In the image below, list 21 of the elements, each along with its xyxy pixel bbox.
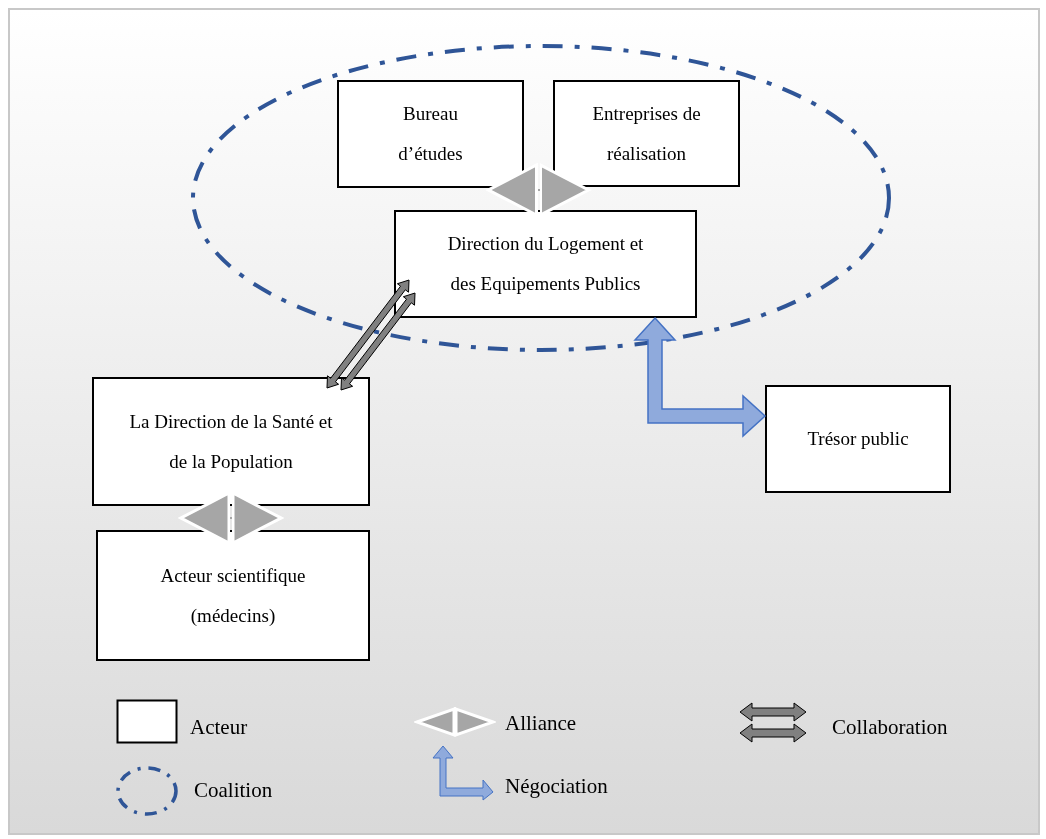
actor-box: [92, 377, 370, 506]
actor-box: [337, 80, 524, 188]
legend-label: Négociation: [505, 773, 608, 800]
collaboration-arrow: [326, 279, 410, 389]
collaboration-arrow: [340, 292, 416, 391]
negotiation-arrow: [633, 316, 767, 438]
actor-box: [553, 80, 740, 187]
actor-box: [96, 530, 370, 661]
actor-label: Trésor public: [807, 427, 909, 451]
actor-label: Acteur scientifique (médecins): [159, 563, 307, 628]
actor-box: [394, 210, 697, 318]
actor-label: Bureau d’études: [397, 102, 464, 166]
coalition-ellipse: [191, 44, 891, 352]
legend-label: Acteur: [190, 714, 248, 741]
legend-label: Alliance: [505, 710, 577, 737]
actor-label: Direction du Logement et des Equipements Publics: [446, 232, 645, 296]
actor-box: [765, 385, 951, 493]
legend-label: Collaboration: [832, 714, 948, 741]
actor-label: La Direction de la Santé et de la Population: [128, 409, 334, 474]
actor-label: Entreprises de réalisation: [591, 101, 702, 166]
legend-label: Coalition: [194, 777, 273, 804]
